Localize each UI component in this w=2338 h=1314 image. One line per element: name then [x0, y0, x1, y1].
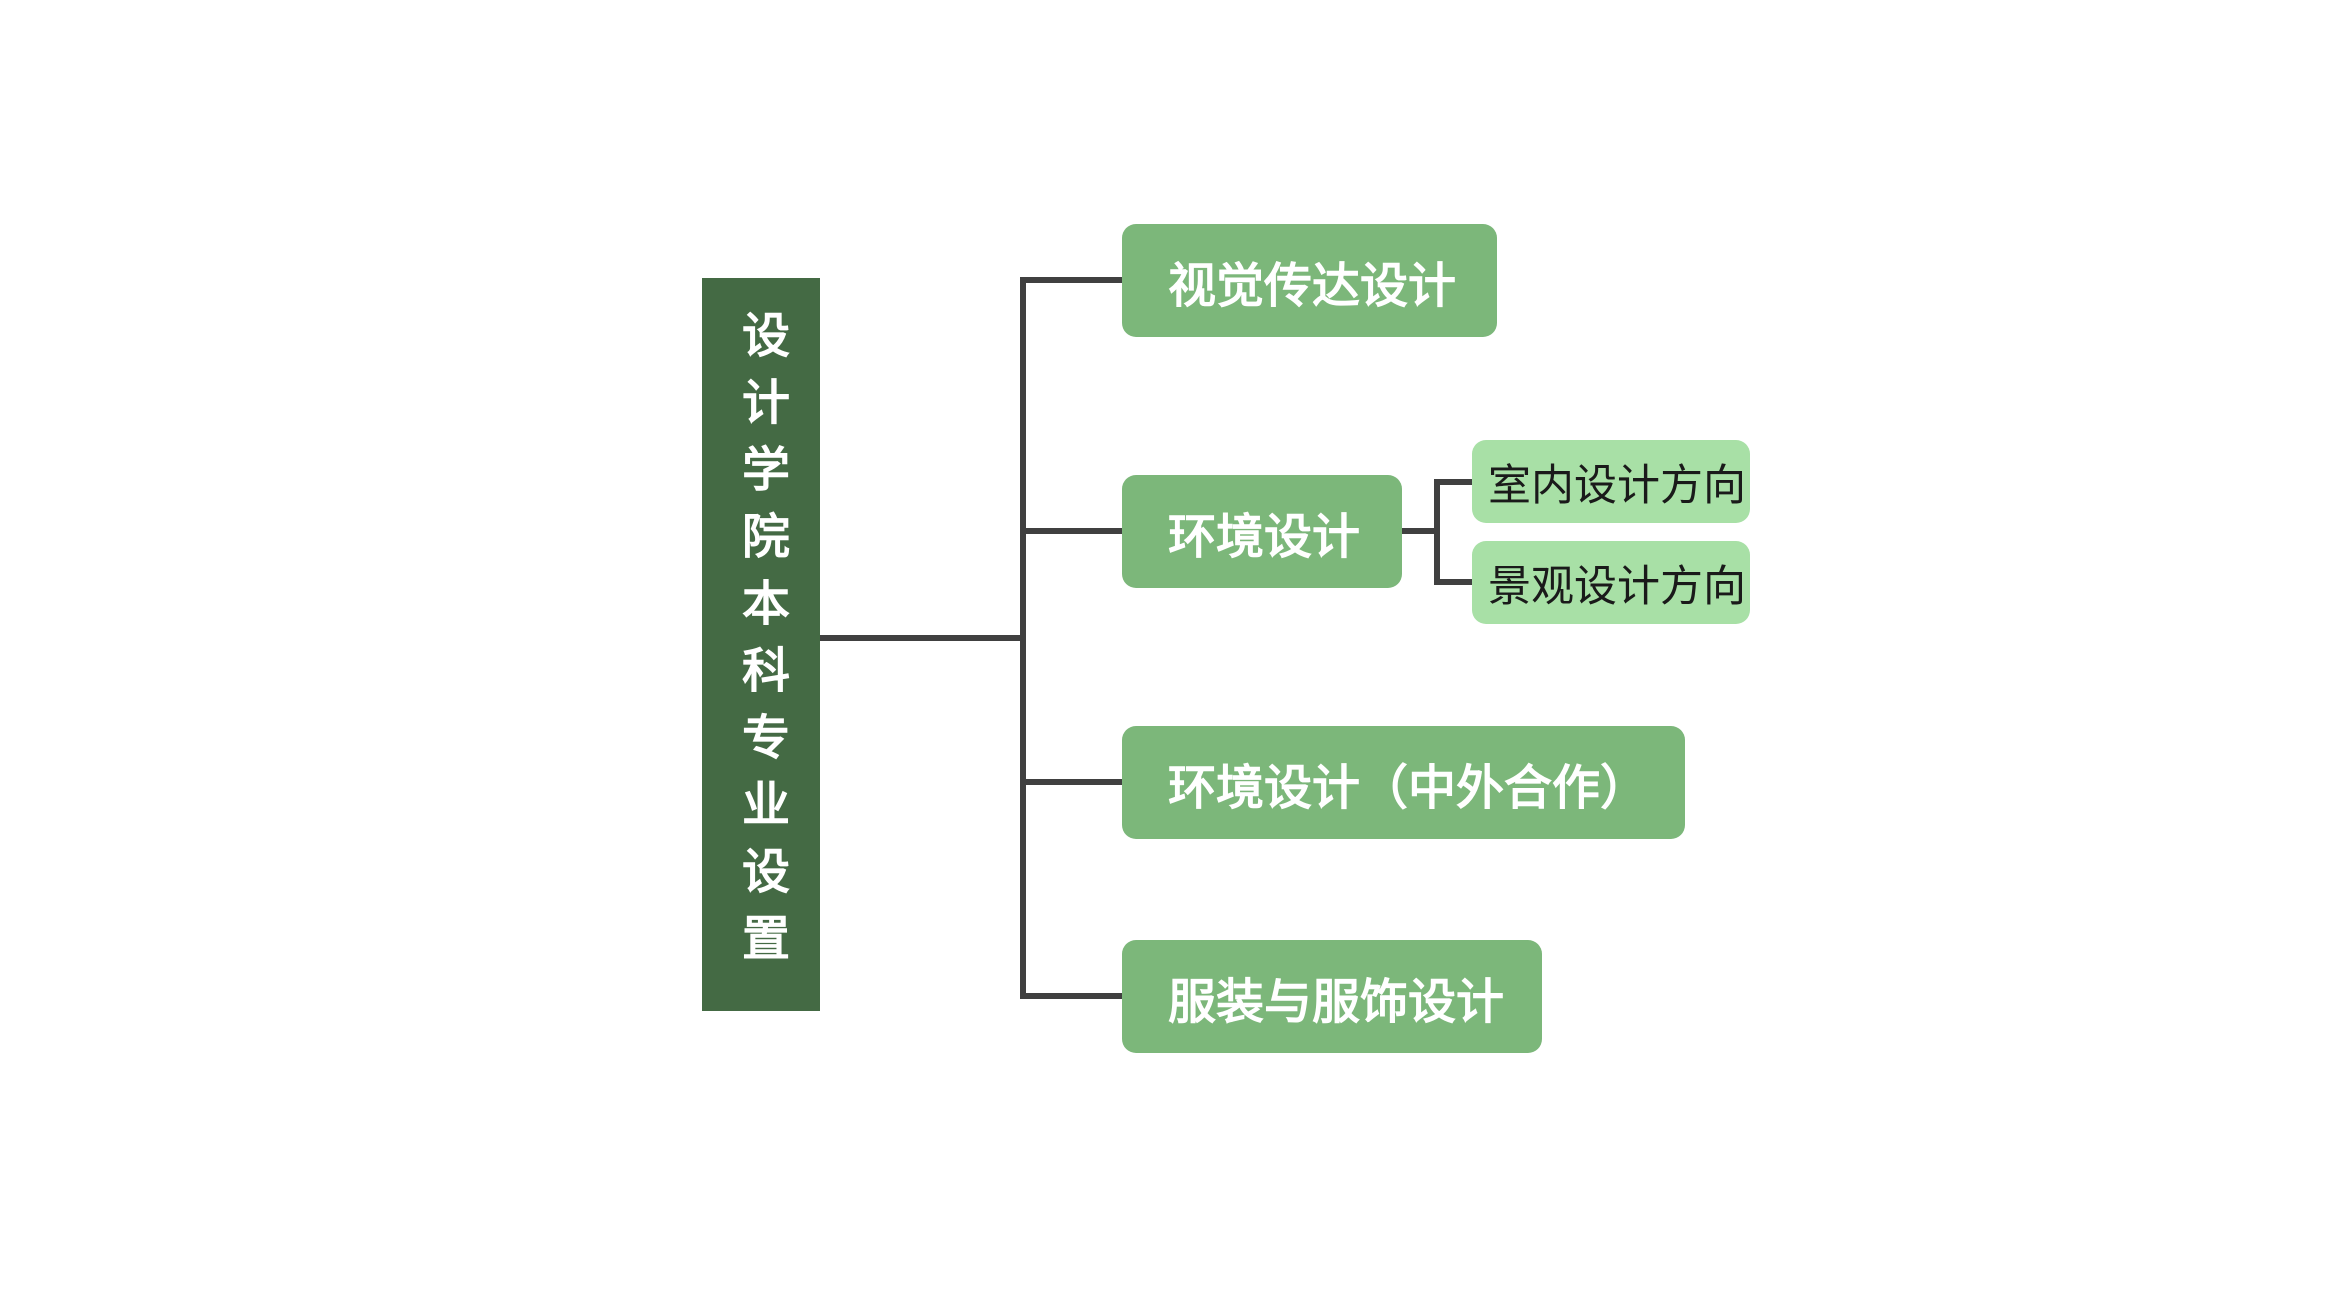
- branch-node-label: 服装与服饰设计: [1168, 973, 1505, 1030]
- branch-node-label: 环境设计: [1168, 508, 1361, 565]
- branch-node-label: 视觉传达设计: [1168, 257, 1457, 314]
- branch-node-label: 环境设计（中外合作）: [1168, 759, 1649, 816]
- branch-node-fashion-design: 服装与服饰设计: [1122, 940, 1542, 1053]
- branch-node-visual-communication: 视觉传达设计: [1122, 224, 1497, 337]
- branch-node-environmental-design-cooperative: 环境设计（中外合作）: [1122, 726, 1685, 839]
- root-node: 设计学院本科专业设置: [702, 278, 820, 1011]
- sub-node-landscape-design: 景观设计方向: [1472, 541, 1750, 624]
- sub-node-interior-design: 室内设计方向: [1472, 440, 1750, 523]
- sub-node-label: 景观设计方向: [1488, 561, 1746, 612]
- sub-node-label: 室内设计方向: [1488, 460, 1746, 511]
- branch-node-environmental-design: 环境设计: [1122, 475, 1402, 588]
- root-node-label: 设计学院本科专业设置: [733, 309, 789, 980]
